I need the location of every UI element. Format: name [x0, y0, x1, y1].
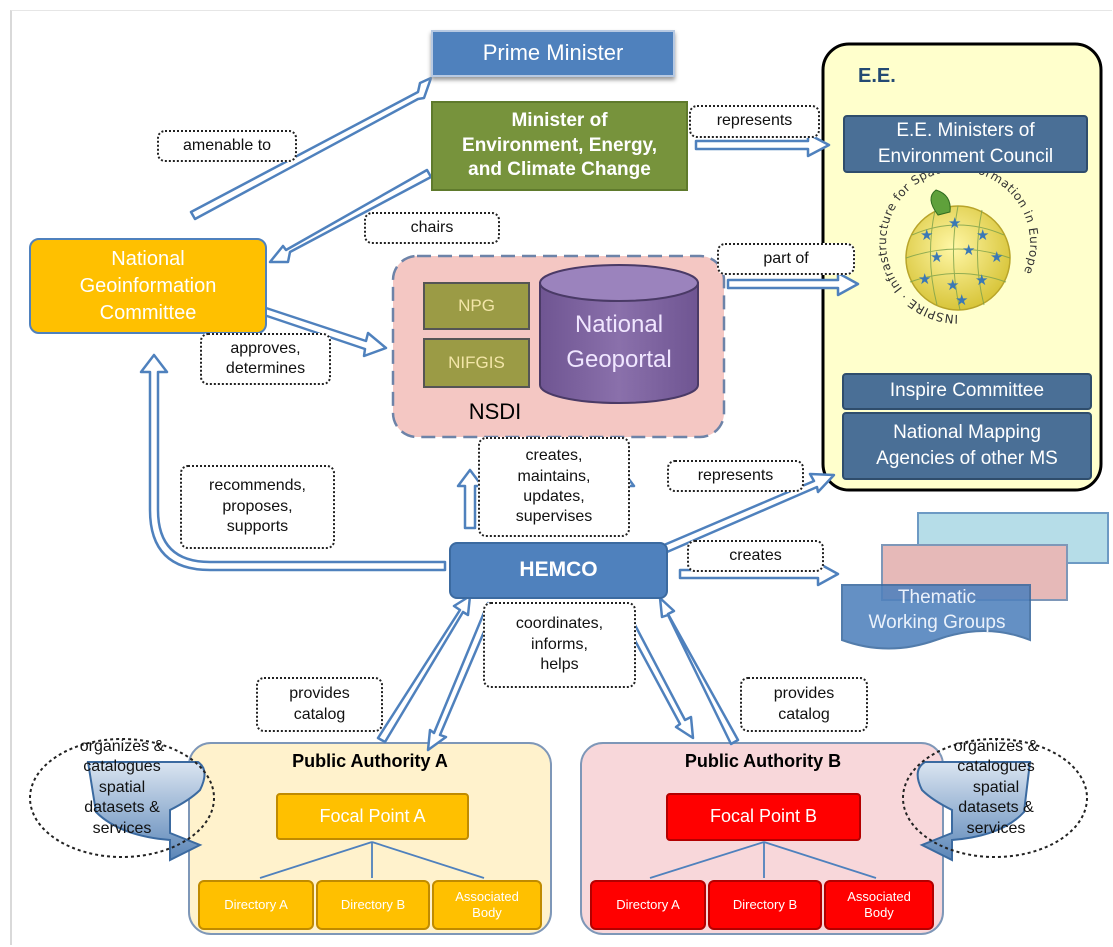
directory-b-box-pa-a: Directory B — [316, 880, 430, 930]
arrow-ngc-to-prime-minister — [189, 76, 433, 221]
minister-box: Minister of Environment, Energy, and Cli… — [431, 101, 688, 191]
svg-text:★: ★ — [955, 291, 968, 309]
svg-text:★: ★ — [946, 276, 959, 294]
associated-body-box-pa-b: Associated Body — [824, 880, 934, 930]
label-represents-mid: represents — [667, 460, 804, 492]
directory-a-box-pa-b: Directory A — [590, 880, 706, 930]
label-part-of: part of — [717, 243, 855, 275]
svg-text:★: ★ — [962, 241, 975, 259]
ee-title: E.E. — [858, 65, 896, 88]
associated-body-box-pa-a: Associated Body — [432, 880, 542, 930]
public-authority-a-title: Public Authority A — [292, 751, 448, 772]
svg-text:★: ★ — [930, 248, 943, 266]
tree-lines-a — [259, 841, 485, 879]
geoportal-cylinder — [539, 264, 699, 404]
label-recommends: recommends, proposes, supports — [180, 465, 335, 549]
focal-point-b-box: Focal Point B — [666, 793, 861, 841]
label-organizes-a: organizes & catalogues spatial datasets … — [79, 737, 165, 837]
svg-text:★: ★ — [920, 226, 933, 244]
arrow-hemco-to-pa-a — [426, 601, 497, 752]
arrow-organize-b — [916, 761, 1032, 862]
prime-minister-box: Prime Minister — [431, 30, 675, 77]
focal-point-a-box: Focal Point A — [276, 793, 469, 840]
label-represents-top: represents — [689, 105, 820, 138]
organize-ellipse-b — [902, 738, 1088, 858]
label-creates: creates — [687, 540, 824, 572]
arrow-pa-a-to-hemco — [376, 594, 472, 744]
label-amenable-to: amenable to — [157, 130, 297, 162]
arrow-hemco-to-nsdi-left — [456, 468, 484, 530]
national-mapping-box: National Mapping Agencies of other MS — [842, 412, 1092, 480]
label-creates-maintains: creates, maintains, updates, supervises — [478, 437, 630, 537]
arrow-minister-to-ee — [694, 132, 831, 158]
svg-text:★: ★ — [948, 214, 961, 232]
organize-ellipse-a — [29, 738, 215, 858]
arrow-nsdi-to-ee — [726, 271, 860, 297]
nifgis-box: NIFGIS — [423, 338, 530, 388]
label-organizes-b: organizes & catalogues spatial datasets … — [953, 737, 1039, 837]
directory-b-box-pa-b: Directory B — [708, 880, 822, 930]
inspire-committee-box: Inspire Committee — [842, 373, 1092, 410]
arrow-pa-b-to-hemco — [658, 596, 740, 746]
arrow-hemco-to-ngc — [139, 353, 447, 572]
label-coordinates: coordinates, informs, helps — [483, 602, 636, 688]
public-authority-b-title: Public Authority B — [684, 751, 842, 772]
tree-lines-b — [649, 841, 877, 879]
svg-text:★: ★ — [918, 270, 931, 288]
national-geoportal-label: National Geoportal — [566, 311, 672, 373]
ee-ministers-box: E.E. Ministers of Environment Council — [843, 115, 1088, 173]
arrow-minister-chairs-ngc — [268, 168, 433, 264]
svg-text:★: ★ — [990, 248, 1003, 266]
label-chairs: chairs — [364, 212, 500, 244]
hemco-box: HEMCO — [449, 542, 668, 599]
npg-box: NPG — [423, 282, 530, 330]
thematic-stack-front — [841, 584, 1031, 650]
thematic-working-groups-label: Thematic Working Groups — [868, 587, 1006, 633]
nsdi-label: NSDI — [468, 398, 522, 424]
label-provides-catalog-b: provides catalog — [740, 677, 868, 732]
label-provides-catalog-a: provides catalog — [256, 677, 383, 732]
svg-text:★: ★ — [976, 226, 989, 244]
label-approves-determines: approves, determines — [200, 333, 331, 385]
directory-a-box-pa-a: Directory A — [198, 880, 314, 930]
arrow-organize-a — [86, 761, 206, 862]
svg-text:★: ★ — [975, 271, 988, 289]
national-geoinformation-committee-box: National Geoinformation Committee — [29, 238, 267, 334]
arrow-ngc-to-nsdi — [262, 306, 388, 358]
